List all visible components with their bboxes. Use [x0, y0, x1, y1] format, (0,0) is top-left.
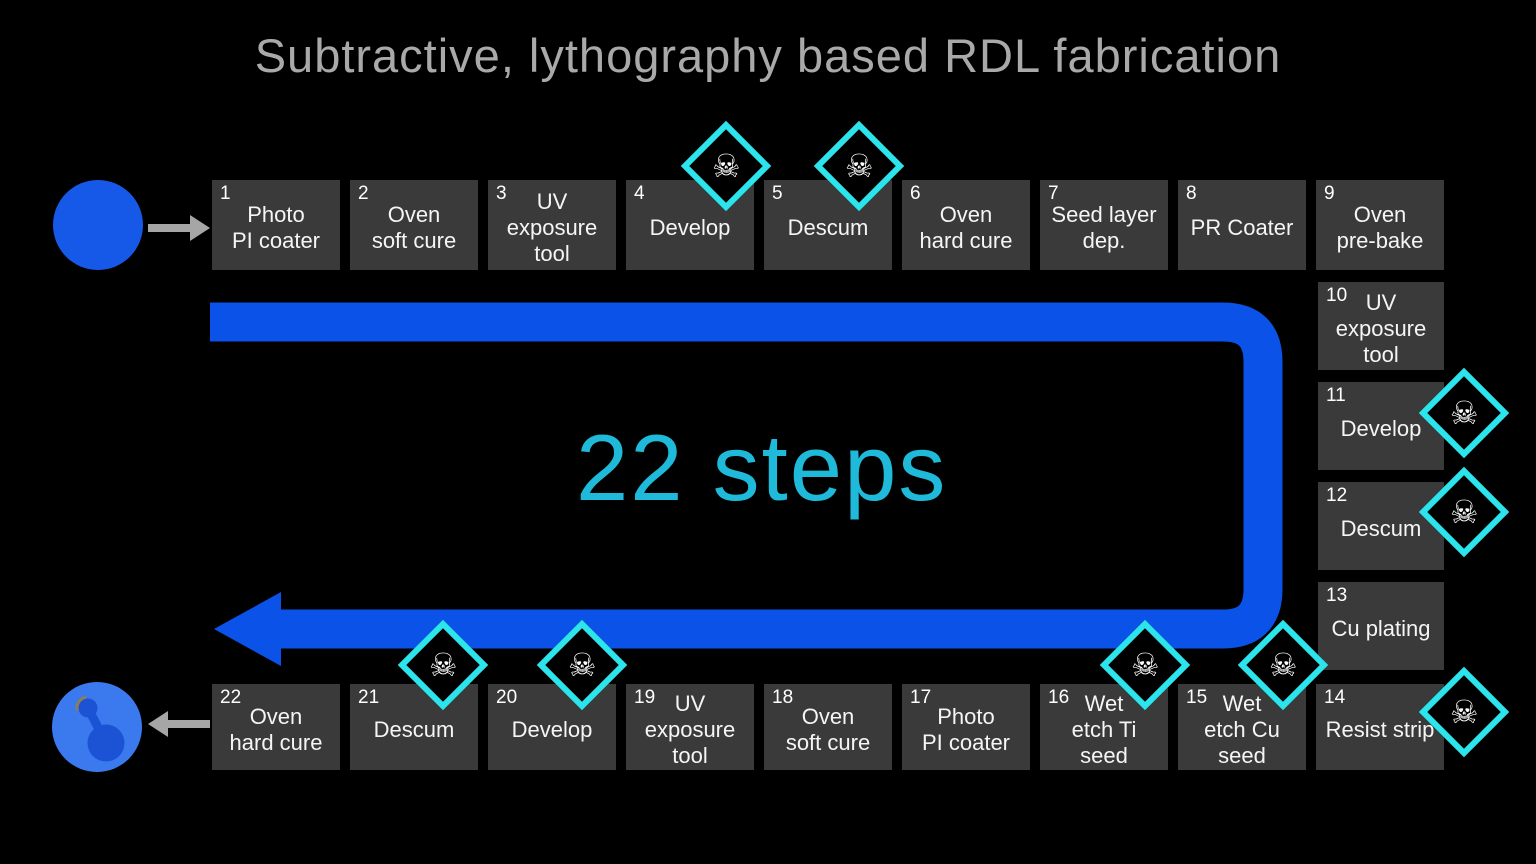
skull-crossbones-icon: ☠ — [711, 147, 741, 185]
step-number: 2 — [358, 183, 369, 204]
skull-crossbones-icon: ☠ — [1268, 646, 1298, 684]
step-label: UV exposure tool — [506, 189, 598, 266]
step-label: UV exposure tool — [644, 691, 736, 768]
skull-crossbones-icon: ☠ — [1449, 493, 1479, 531]
step-box-21: 21 Descum — [350, 684, 478, 770]
step-box-20: 20 Develop — [488, 684, 616, 770]
step-box-3: 3 UV exposure tool — [488, 180, 616, 270]
step-number: 16 — [1048, 687, 1070, 708]
step-box-19: 19 UV exposure tool — [626, 684, 754, 770]
step-number: 17 — [910, 687, 932, 708]
page-title: Subtractive, lythography based RDL fabri… — [254, 29, 1282, 82]
flow-out-arrow-icon — [148, 711, 210, 737]
step-box-2: 2 Oven soft cure — [350, 180, 478, 270]
step-number: 12 — [1326, 485, 1348, 506]
step-number: 21 — [358, 687, 380, 708]
step-box-13: 13 Cu plating — [1318, 582, 1444, 670]
step-label: Develop — [511, 717, 593, 743]
step-label: Wet etch Ti seed — [1071, 691, 1137, 768]
step-label: Oven soft cure — [785, 704, 871, 755]
step-number: 5 — [772, 183, 783, 204]
step-number: 6 — [910, 183, 921, 204]
start-wafer-marker — [53, 180, 143, 270]
skull-crossbones-icon: ☠ — [844, 147, 874, 185]
flow-in-arrow-icon — [148, 215, 210, 241]
step-number: 19 — [634, 687, 656, 708]
step-box-10: 10 UV exposure tool — [1318, 282, 1444, 370]
step-number: 13 — [1326, 585, 1348, 606]
step-box-11: 11 Develop — [1318, 382, 1444, 470]
step-label: PR Coater — [1190, 215, 1294, 241]
step-box-9: 9 Oven pre-bake — [1316, 180, 1444, 270]
step-label: Resist strip — [1325, 717, 1435, 743]
step-label: Seed layer dep. — [1051, 202, 1157, 253]
step-number: 15 — [1186, 687, 1208, 708]
step-box-14: 14 Resist strip — [1316, 684, 1444, 770]
step-number: 8 — [1186, 183, 1197, 204]
skull-crossbones-icon: ☠ — [1130, 646, 1160, 684]
step-number: 10 — [1326, 285, 1348, 306]
step-number: 1 — [220, 183, 231, 204]
step-label: Cu plating — [1331, 616, 1431, 642]
step-number: 3 — [496, 183, 507, 204]
step-number: 11 — [1326, 385, 1346, 406]
step-number: 22 — [220, 687, 242, 708]
step-count-label: 22 steps — [576, 415, 948, 520]
step-label: Oven hard cure — [229, 704, 323, 755]
skull-crossbones-icon: ☠ — [1449, 394, 1479, 432]
step-number: 18 — [772, 687, 794, 708]
step-label: Descum — [373, 717, 455, 743]
step-box-16: 16 Wet etch Ti seed — [1040, 684, 1168, 770]
step-box-17: 17 Photo PI coater — [902, 684, 1030, 770]
step-label: Oven hard cure — [919, 202, 1013, 253]
step-label: Descum — [1340, 516, 1422, 542]
step-number: 14 — [1324, 687, 1346, 708]
step-label: Oven soft cure — [371, 202, 457, 253]
skull-crossbones-icon: ☠ — [1449, 693, 1479, 731]
step-box-7: 7 Seed layer dep. — [1040, 180, 1168, 270]
step-label: Wet etch Cu seed — [1204, 691, 1280, 768]
step-number: 20 — [496, 687, 518, 708]
step-label: Photo PI coater — [921, 704, 1011, 755]
step-label: Develop — [1340, 416, 1422, 442]
step-label: UV exposure tool — [1335, 290, 1427, 367]
step-box-18: 18 Oven soft cure — [764, 684, 892, 770]
step-label: Oven pre-bake — [1336, 202, 1424, 253]
skull-crossbones-icon: ☠ — [428, 646, 458, 684]
step-number: 9 — [1324, 183, 1335, 204]
step-number: 7 — [1048, 183, 1059, 204]
step-label: Photo PI coater — [231, 202, 321, 253]
step-box-8: 8 PR Coater — [1178, 180, 1306, 270]
step-box-22: 22 Oven hard cure — [212, 684, 340, 770]
skull-crossbones-icon: ☠ — [567, 646, 597, 684]
step-label: Develop — [649, 215, 731, 241]
step-box-1: 1 Photo PI coater — [212, 180, 340, 270]
step-box-12: 12 Descum — [1318, 482, 1444, 570]
step-label: Descum — [787, 215, 869, 241]
end-wafer-marker — [52, 682, 142, 772]
step-box-6: 6 Oven hard cure — [902, 180, 1030, 270]
step-number: 4 — [634, 183, 645, 204]
